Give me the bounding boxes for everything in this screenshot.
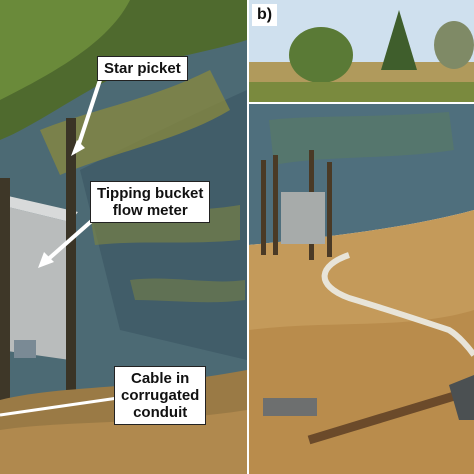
algae-mat (40, 70, 230, 175)
hose (321, 252, 474, 357)
star-picket (66, 118, 76, 403)
callout-flow-meter-line1: Tipping bucket (97, 185, 204, 202)
water-reflection (269, 112, 454, 165)
callout-star-picket: Star picket (97, 56, 188, 81)
star-picket-arrow (75, 79, 102, 151)
star-picket-left (0, 178, 10, 443)
arrowhead (71, 140, 85, 156)
tipping-bucket-box (281, 192, 325, 244)
callout-flow-meter: Tipping bucket flow meter (90, 181, 211, 223)
panel-b-photo (249, 0, 474, 474)
callout-cable-line3: conduit (133, 404, 188, 421)
panel-b-label: b) (252, 4, 278, 26)
tipping-bucket-box (0, 205, 70, 360)
hedge (249, 82, 474, 102)
picket (273, 155, 278, 255)
picket (261, 160, 266, 255)
callout-cable-line1: Cable in (131, 370, 190, 387)
callout-star-picket-text: Star picket (104, 60, 181, 77)
outlet-pipe (14, 340, 36, 358)
algae-patch (130, 278, 245, 303)
pine-tree (381, 10, 417, 70)
shovel-blade (449, 375, 474, 420)
cable-arrow (0, 396, 119, 417)
flow-meter-arrow (43, 216, 97, 264)
tipping-bucket-top (0, 196, 78, 222)
reeds (0, 0, 130, 100)
callout-cable: Cable in corrugated conduit (114, 366, 207, 425)
dry-grass-front (0, 410, 247, 474)
bare-tree (434, 21, 474, 69)
arrowhead (38, 252, 54, 268)
pipe-fitting (263, 398, 317, 416)
callout-cable-line2: corrugated (121, 387, 200, 404)
callout-flow-meter-line2: flow meter (112, 202, 188, 219)
shovel-handle (307, 385, 474, 445)
dry-grass-front (249, 310, 474, 474)
picket (327, 162, 332, 257)
panel-b-scene (249, 0, 474, 474)
panel-divider (247, 0, 249, 474)
tree (289, 27, 353, 83)
